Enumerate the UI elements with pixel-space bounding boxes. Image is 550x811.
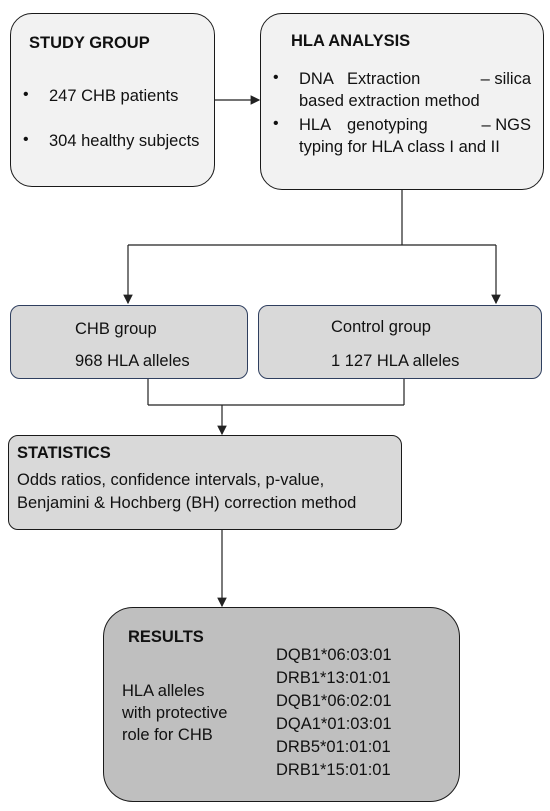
bullet-icon: • xyxy=(23,86,29,103)
bullet-icon: • xyxy=(23,131,29,148)
study-group-item-2: 304 healthy subjects xyxy=(49,132,200,150)
results-description-line-3: role for CHB xyxy=(122,726,213,744)
control-group-box: Control group 1 127 HLA alleles xyxy=(258,305,542,379)
study-group-box: STUDY GROUP • 247 CHB patients • 304 hea… xyxy=(10,13,215,187)
chb-group-count: 968 HLA alleles xyxy=(75,352,190,370)
statistics-line-2: Benjamini & Hochberg (BH) correction met… xyxy=(17,494,357,512)
control-group-title: Control group xyxy=(331,318,431,336)
hla-item-2-line1-left: HLA xyxy=(299,116,332,134)
statistics-title: STATISTICS xyxy=(17,444,111,462)
allele-6: DRB1*15:01:01 xyxy=(276,761,391,779)
chb-group-box: CHB group 968 HLA alleles xyxy=(10,305,248,379)
statistics-line-1: Odds ratios, confidence intervals, p-val… xyxy=(17,471,325,489)
allele-4: DQA1*01:03:01 xyxy=(276,715,392,733)
results-title: RESULTS xyxy=(128,628,204,646)
bullet-icon: • xyxy=(273,69,279,86)
hla-item-1-line1-left: DNA xyxy=(299,70,334,88)
chb-group-title: CHB group xyxy=(75,320,157,338)
allele-2: DRB1*13:01:01 xyxy=(276,669,391,687)
results-description-line-1: HLA alleles xyxy=(122,682,205,700)
hla-item-2-line2: typing for HLA class I and II xyxy=(299,138,500,156)
allele-1: DQB1*06:03:01 xyxy=(276,646,392,664)
allele-3: DQB1*06:02:01 xyxy=(276,692,392,710)
hla-item-2-line1-right: – NGS xyxy=(481,116,531,134)
allele-5: DRB5*01:01:01 xyxy=(276,738,391,756)
hla-analysis-title: HLA ANALYSIS xyxy=(291,32,411,50)
hla-item-1-line1-right: – silica xyxy=(480,70,531,88)
bullet-icon: • xyxy=(273,115,279,132)
results-description-line-2: with protective xyxy=(122,704,228,722)
control-group-count: 1 127 HLA alleles xyxy=(331,352,460,370)
hla-item-1-line2: based extraction method xyxy=(299,92,480,110)
hla-item-2-line1-mid: genotyping xyxy=(347,116,428,134)
statistics-box: STATISTICS Odds ratios, confidence inter… xyxy=(8,435,402,530)
hla-item-1-line1-mid: Extraction xyxy=(347,70,421,88)
hla-analysis-box: HLA ANALYSIS • DNA Extraction – silica b… xyxy=(260,13,544,190)
results-box: RESULTS HLA alleles with protective role… xyxy=(103,607,460,802)
study-group-item-1: 247 CHB patients xyxy=(49,87,179,105)
study-group-title: STUDY GROUP xyxy=(29,34,150,52)
